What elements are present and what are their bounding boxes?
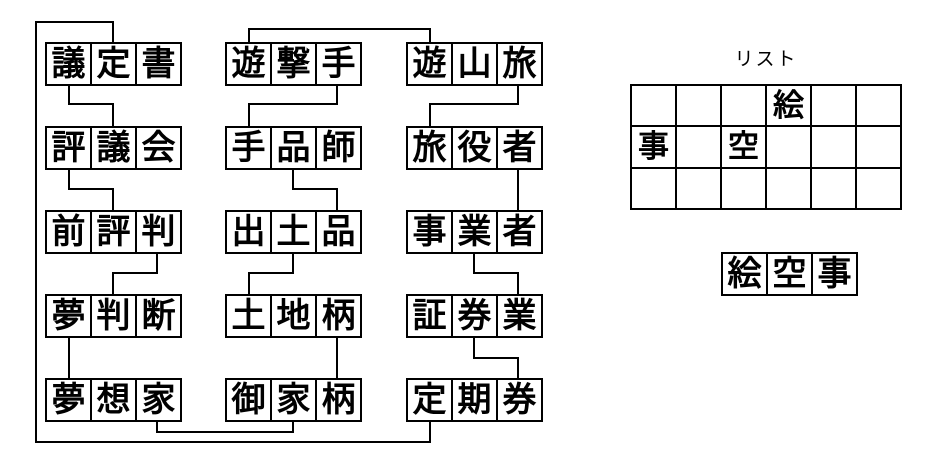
- kanji-cell: 撃: [272, 44, 317, 84]
- kanji-cell: 判: [92, 296, 137, 336]
- word-box-3: 前 評 判: [45, 210, 182, 254]
- list-cell: [857, 168, 900, 208]
- kanji-cell: 会: [141, 129, 176, 167]
- kanji-cell: 出: [227, 212, 272, 252]
- connector-line: [248, 86, 338, 126]
- connector-line: [68, 86, 114, 126]
- answer-cell: 事: [817, 255, 852, 293]
- list-cell: [677, 168, 720, 208]
- connector-line: [292, 170, 338, 210]
- kanji-cell: 業: [453, 212, 498, 252]
- list-grid: 絵 事 空: [630, 84, 902, 210]
- kanji-cell: 旅: [502, 45, 537, 83]
- word-box-6: 遊 撃 手: [225, 42, 362, 86]
- kanji-cell: 手: [227, 128, 272, 168]
- kanji-cell: 遊: [408, 44, 453, 84]
- list-cell: [812, 127, 855, 167]
- kanji-cell: 断: [141, 297, 176, 335]
- word-box-4: 夢 判 断: [45, 294, 182, 338]
- list-cell: [677, 127, 720, 167]
- connector-line: [68, 170, 114, 210]
- list-cell: [632, 86, 675, 126]
- kanji-cell: 夢: [47, 296, 92, 336]
- kanji-cell: 師: [321, 129, 356, 167]
- word-box-12: 旅 役 者: [406, 126, 543, 170]
- list-cell: [767, 127, 810, 167]
- kanji-cell: 者: [502, 213, 537, 251]
- kanji-cell: 定: [408, 380, 453, 420]
- kanji-cell: 評: [92, 212, 137, 252]
- list-title: リスト: [734, 49, 798, 70]
- connector-line: [248, 28, 431, 42]
- kanji-cell: 議: [92, 128, 137, 168]
- answer-box: 絵 空 事: [721, 252, 858, 296]
- list-cell: [812, 168, 855, 208]
- connector-line: [473, 338, 519, 378]
- kanji-cell: 書: [141, 45, 176, 83]
- word-box-10: 御 家 柄: [225, 378, 362, 422]
- kanji-cell: 評: [47, 128, 92, 168]
- word-box-2: 評 議 会: [45, 126, 182, 170]
- list-cell: [677, 86, 720, 126]
- kanji-cell: 土: [272, 212, 317, 252]
- kanji-cell: 柄: [321, 381, 356, 419]
- list-cell: [857, 86, 900, 126]
- list-cell: [722, 168, 765, 208]
- kanji-cell: 役: [453, 128, 498, 168]
- kanji-cell: 柄: [321, 297, 356, 335]
- kanji-cell: 御: [227, 380, 272, 420]
- list-cell: [857, 127, 900, 167]
- kanji-cell: 家: [141, 381, 176, 419]
- connector-line: [156, 422, 294, 433]
- kanji-cell: 証: [408, 296, 453, 336]
- kanji-cell: 家: [272, 380, 317, 420]
- kanji-cell: 業: [502, 297, 537, 335]
- list-cell: 空: [722, 127, 765, 167]
- connector-line: [248, 254, 294, 294]
- connector-line: [112, 254, 158, 294]
- kanji-cell: 議: [47, 44, 92, 84]
- kanji-cell: 期: [453, 380, 498, 420]
- kanji-cell: 事: [408, 212, 453, 252]
- list-cell: 事: [632, 127, 675, 167]
- word-box-14: 証 券 業: [406, 294, 543, 338]
- answer-cell: 絵: [723, 254, 768, 294]
- kanji-cell: 旅: [408, 128, 453, 168]
- word-box-15: 定 期 券: [406, 378, 543, 422]
- answer-cell: 空: [768, 254, 813, 294]
- word-box-9: 土 地 柄: [225, 294, 362, 338]
- word-box-7: 手 品 師: [225, 126, 362, 170]
- kanji-cell: 遊: [227, 44, 272, 84]
- kanji-cell: 判: [141, 213, 176, 251]
- kanji-cell: 手: [321, 45, 356, 83]
- kanji-cell: 前: [47, 212, 92, 252]
- kanji-cell: 山: [453, 44, 498, 84]
- kanji-cell: 品: [321, 213, 356, 251]
- word-box-8: 出 土 品: [225, 210, 362, 254]
- kanji-cell: 土: [227, 296, 272, 336]
- list-cell: [722, 86, 765, 126]
- word-box-13: 事 業 者: [406, 210, 543, 254]
- kanji-cell: 券: [502, 381, 537, 419]
- list-cell: 絵: [767, 86, 810, 126]
- word-box-1: 議 定 書: [45, 42, 182, 86]
- kanji-cell: 品: [272, 128, 317, 168]
- word-box-5: 夢 想 家: [45, 378, 182, 422]
- connector-line: [473, 254, 519, 294]
- list-cell: [767, 168, 810, 208]
- kanji-cell: 定: [92, 44, 137, 84]
- list-cell: [632, 168, 675, 208]
- kanji-cell: 券: [453, 296, 498, 336]
- list-cell: [812, 86, 855, 126]
- kanji-cell: 夢: [47, 380, 92, 420]
- connector-line: [429, 86, 519, 126]
- word-box-11: 遊 山 旅: [406, 42, 543, 86]
- kanji-cell: 地: [272, 296, 317, 336]
- kanji-cell: 者: [502, 129, 537, 167]
- kanji-cell: 想: [92, 380, 137, 420]
